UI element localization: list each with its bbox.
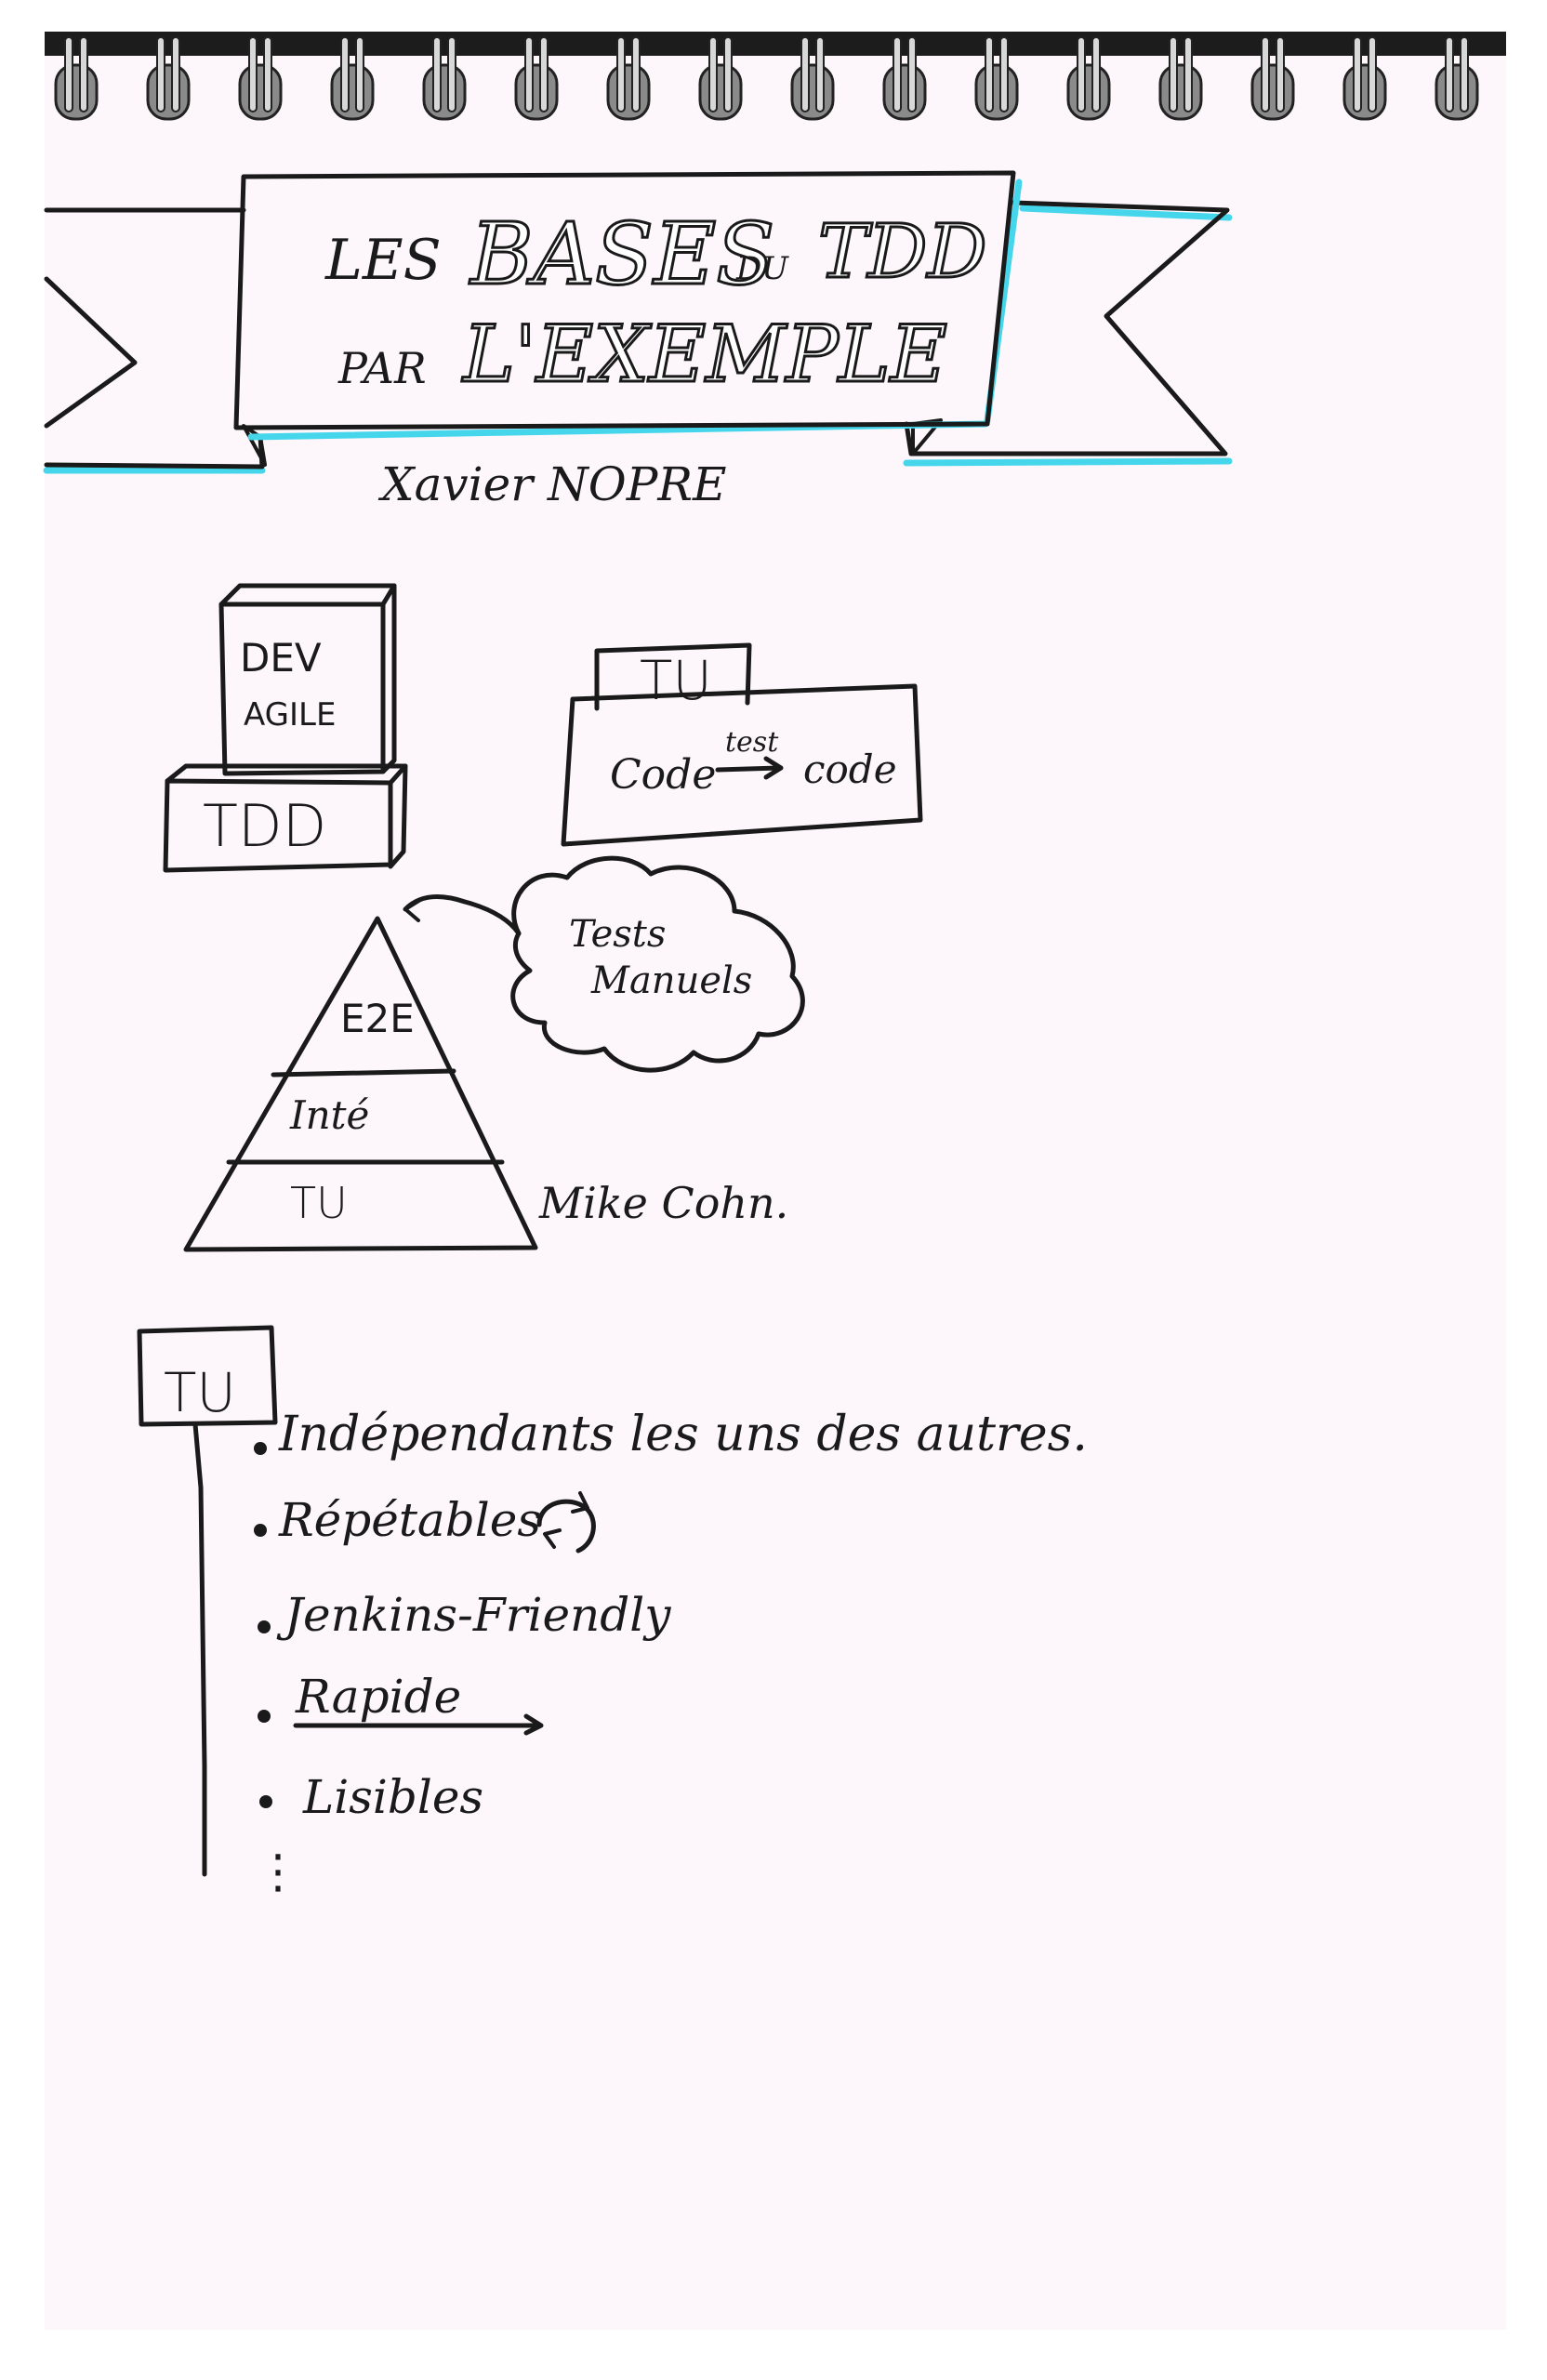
title-bases: BASES [469,205,774,304]
tu-list: TU Indépendants les uns des autres. Répé… [137,1325,1088,1898]
pyramid-level-tu: TU [290,1178,348,1228]
binding-ring-icon [1066,36,1111,121]
tu-list-tab: TU [164,1361,236,1424]
binding-ring-icon [1342,36,1387,121]
title-text: LES BASES DU TDD PAR L'EXEMPLE [324,204,988,402]
manual-tests-cloud: Tests Manuels [403,855,805,1073]
cloud-line1: Tests [569,913,666,956]
cloud-line2: Manuels [590,959,752,1002]
pyramid-level-inte: Inté [289,1092,369,1138]
list-bullet [254,1442,267,1455]
binding-ring-icon [146,36,191,121]
binding-ring-icon [606,36,651,121]
binding-ring-icon [514,36,559,121]
title-du: DU [735,250,789,287]
agile-tdd-stack: DEV AGILE TDD [163,583,408,873]
stack-bottom-label: TDD [203,792,326,860]
stack-top-line2: AGILE [244,696,336,734]
pyramid-level-e2e: E2E [340,996,415,1041]
list-ellipsis: ⋮ [255,1844,301,1898]
pyramid-credit: Mike Cohn. [538,1178,788,1228]
arrow-right-icon [293,1713,544,1736]
tu-code-box: TU Code test code [561,642,923,847]
list-item: Jenkins-Friendly [276,1588,671,1642]
tu-box-to: code [803,747,897,792]
binding-ring-icon [974,36,1019,121]
binding-ring-icon [1158,36,1203,121]
test-pyramid: E2E Inté TU Mike Cohn. [183,916,788,1252]
stack-top-line1: DEV [240,635,322,681]
title-par: PAR [337,343,427,393]
list-bullet [258,1710,271,1723]
tu-box-tab: TU [640,649,712,712]
notebook-page [45,32,1506,2330]
binding-ring-icon [1435,36,1479,121]
binding-ring-icon [698,36,743,121]
tu-box-from: Code [610,751,716,799]
author-name: Xavier NOPRE [377,457,727,511]
list-item: Rapide [295,1670,461,1724]
list-item: Lisibles [302,1770,483,1824]
title-les: LES [324,228,442,293]
binding-ring-icon [54,36,99,121]
list-bullet [254,1524,267,1537]
tu-box-arrow-label: test [725,726,779,759]
list-bullet [258,1620,271,1633]
binding-ring-icon [238,36,283,121]
title-tdd: TDD [818,208,987,295]
list-item: Indépendants les uns des autres. [278,1407,1088,1462]
binding-ring-icon [330,36,375,121]
spiral-binding-icon [45,32,1506,121]
list-bullet [259,1795,272,1808]
binding-ring-icon [790,36,835,121]
title-banner [43,170,1233,474]
binding-ring-icon [422,36,467,121]
arrow-right-icon [715,756,784,780]
refresh-cycle-icon [536,1491,596,1554]
list-item: Répétables [278,1493,541,1547]
binding-ring-icon [882,36,927,121]
binding-ring-icon [1250,36,1295,121]
title-lexemple: L'EXEMPLE [461,309,947,400]
